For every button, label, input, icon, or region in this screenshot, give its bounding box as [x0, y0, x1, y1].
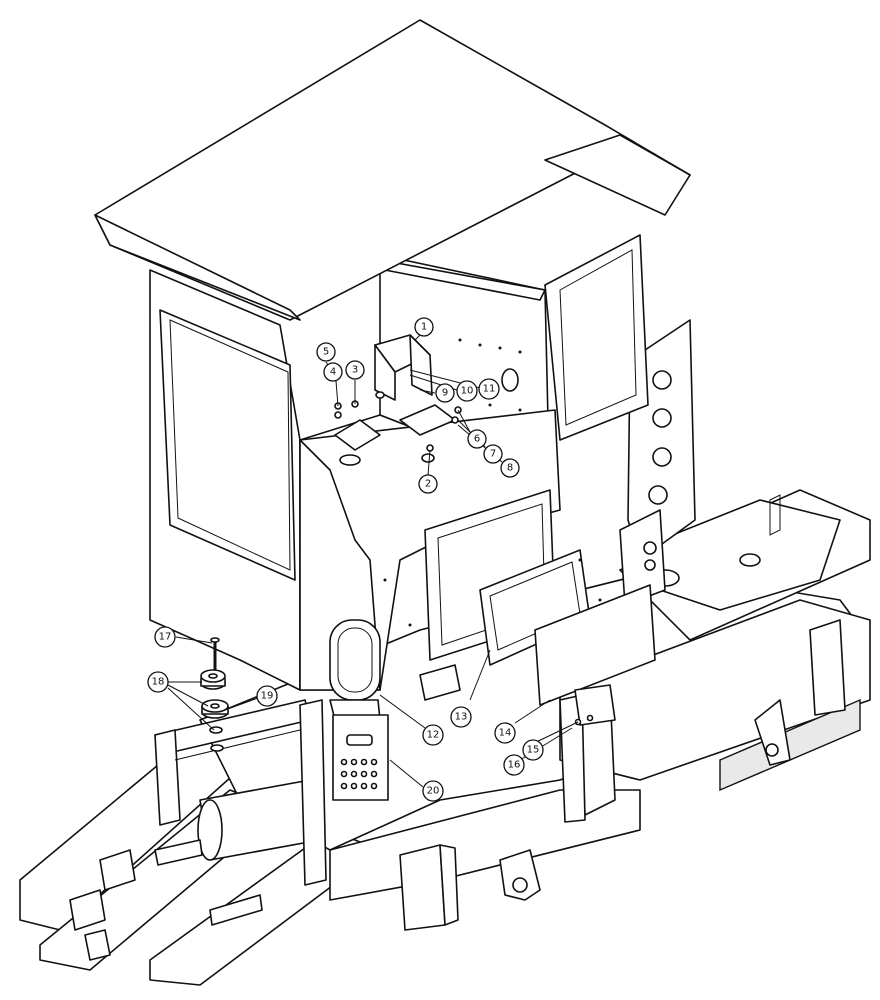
isolator-mount-stack — [200, 637, 229, 752]
callout-14: 14 — [494, 722, 516, 744]
svg-text:11: 11 — [483, 384, 496, 395]
callout-12: 12 — [422, 724, 444, 746]
callout-8: 8 — [500, 458, 520, 478]
svg-text:7: 7 — [490, 449, 496, 460]
callout-7: 7 — [483, 444, 503, 464]
svg-text:2: 2 — [425, 479, 431, 490]
callout-11: 11 — [478, 378, 500, 400]
callout-6: 6 — [467, 429, 487, 449]
svg-text:5: 5 — [323, 347, 329, 358]
svg-text:10: 10 — [461, 386, 474, 397]
svg-text:19: 19 — [261, 691, 274, 702]
callout-2: 2 — [418, 474, 438, 494]
callout-15: 15 — [522, 739, 544, 761]
svg-text:3: 3 — [352, 365, 358, 376]
callout-19: 19 — [256, 685, 278, 707]
callout-17: 17 — [154, 626, 176, 648]
callout-18: 18 — [147, 671, 169, 693]
svg-text:15: 15 — [527, 745, 540, 756]
callout-1: 1 — [414, 317, 434, 337]
callout-4: 4 — [323, 362, 343, 382]
svg-text:20: 20 — [427, 786, 440, 797]
svg-text:6: 6 — [474, 434, 480, 445]
svg-text:9: 9 — [442, 388, 448, 399]
callout-9: 9 — [435, 383, 455, 403]
svg-text:13: 13 — [455, 712, 468, 723]
svg-text:16: 16 — [508, 760, 521, 771]
callout-10: 10 — [456, 380, 478, 402]
grab-handle-loop — [329, 619, 381, 721]
callout-3: 3 — [345, 360, 365, 380]
callout-20: 20 — [422, 780, 444, 802]
callout-16: 16 — [503, 754, 525, 776]
svg-text:17: 17 — [159, 632, 172, 643]
svg-text:18: 18 — [152, 677, 165, 688]
svg-text:8: 8 — [507, 463, 513, 474]
callout-13: 13 — [450, 706, 472, 728]
svg-text:1: 1 — [421, 322, 427, 333]
svg-text:14: 14 — [499, 728, 512, 739]
svg-text:4: 4 — [330, 367, 336, 378]
callout-5: 5 — [316, 342, 336, 362]
cab-body — [94, 19, 691, 726]
control-panel-plate — [332, 714, 389, 801]
svg-text:12: 12 — [427, 730, 440, 741]
